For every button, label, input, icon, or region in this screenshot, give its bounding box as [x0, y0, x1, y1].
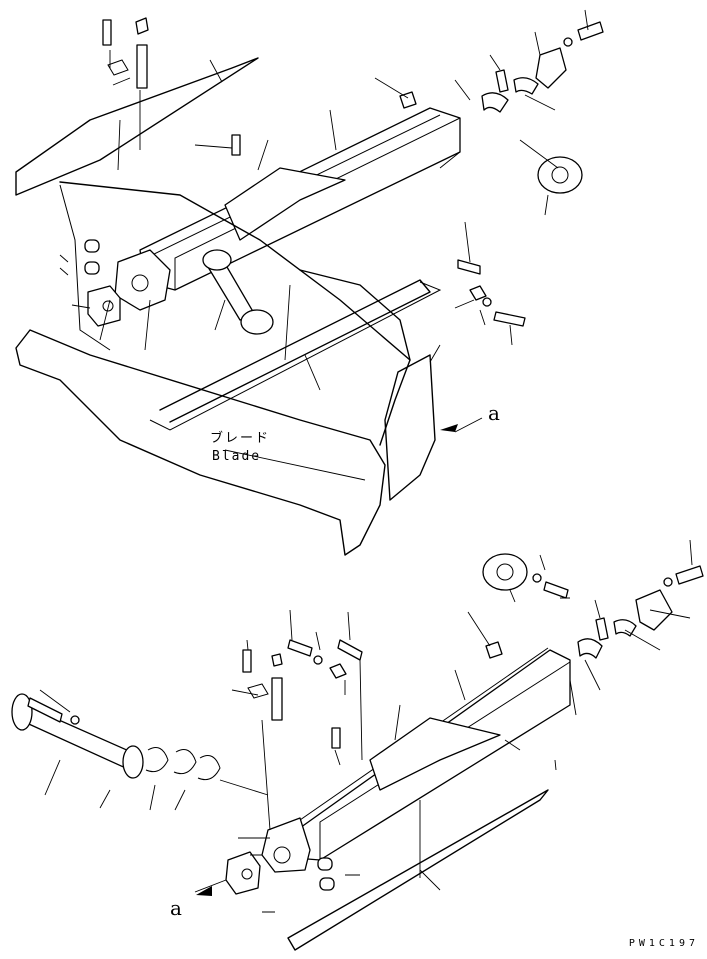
- upper-assembly: [15, 9, 604, 556]
- lower-clip: [595, 617, 609, 641]
- upper-bolt-tr: [577, 21, 604, 41]
- lower-pivot-block: [261, 817, 311, 873]
- upper-pin: [136, 44, 148, 89]
- lower-bolt-tr: [675, 565, 704, 585]
- lower-trunnion-flange: [11, 693, 33, 731]
- lower-leaders: [39, 539, 693, 913]
- lower-washer-tr: [663, 577, 673, 587]
- upper-end-pin: [457, 259, 481, 275]
- lower-block-hole: [241, 868, 253, 880]
- lower-bushing-2: [319, 877, 335, 891]
- lower-pin: [271, 677, 283, 721]
- upper-bolt: [102, 19, 112, 46]
- lower-bolt-left: [27, 697, 63, 723]
- lower-assembly: [11, 539, 704, 951]
- upper-bolt-r: [493, 311, 526, 327]
- upper-trunnion-flange: [240, 309, 274, 335]
- upper-frame-rod: [59, 181, 411, 361]
- view-marker-bottom: a: [170, 896, 182, 920]
- lower-trunnion-hub: [122, 745, 144, 779]
- upper-half-ring-2: [513, 77, 539, 95]
- lower-split-ring-2: [173, 749, 197, 775]
- upper-lock-plate: [469, 285, 487, 301]
- upper-nut: [135, 17, 149, 35]
- lower-pivot-hole: [273, 846, 291, 864]
- view-marker-top: a: [488, 401, 500, 425]
- blade-left-edge: [59, 184, 111, 351]
- upper-washer-r: [482, 297, 492, 307]
- view-arrow-bottom: [196, 886, 212, 896]
- lower-bolt: [242, 649, 252, 673]
- upper-trunnion-head: [202, 249, 232, 271]
- upper-leaders: [59, 9, 589, 481]
- lower-bolt-r: [543, 581, 569, 599]
- upper-block: [87, 285, 121, 327]
- lower-ground-strip: [287, 789, 549, 951]
- lower-bearing-flange: [482, 553, 528, 591]
- upper-frame-brace: [224, 167, 346, 241]
- upper-block-hole: [102, 300, 114, 312]
- upper-pivot-hole: [131, 274, 149, 292]
- lower-washer-r: [532, 573, 542, 583]
- lower-bushing-1: [317, 857, 333, 871]
- upper-cap-block: [535, 47, 567, 89]
- blade-label-jp: ブレード: [210, 431, 271, 446]
- lower-pin-2: [337, 639, 363, 661]
- drawing-number: PW1C197: [628, 938, 699, 949]
- lower-bearing-bore: [496, 563, 514, 581]
- upper-grease-fitting: [231, 134, 241, 156]
- upper-bushing-2: [84, 261, 100, 275]
- upper-bearing-bore: [551, 166, 569, 184]
- blade-label-en: Blade: [212, 449, 262, 464]
- upper-half-ring-1: [481, 92, 509, 113]
- blade-outline: [15, 329, 386, 556]
- lower-frame-brace: [369, 717, 501, 791]
- lower-block: [225, 851, 261, 895]
- blade-curve: [299, 269, 411, 446]
- blade-end-plate: [384, 354, 436, 501]
- lower-washer-2: [313, 655, 323, 665]
- blade-lower-edge: [149, 281, 442, 431]
- upper-bushing-1: [84, 239, 100, 253]
- lower-split-ring-3: [197, 755, 221, 781]
- upper-clip: [495, 69, 509, 93]
- upper-washer-tr: [563, 37, 573, 47]
- blade-ground-strip: [159, 279, 431, 423]
- lower-half-ring-1: [577, 638, 603, 659]
- lower-bolt-2: [287, 639, 313, 657]
- lower-plate: [247, 683, 269, 699]
- upper-plate: [107, 59, 129, 76]
- lower-nut: [271, 653, 283, 667]
- lower-clip-plate: [329, 663, 347, 679]
- upper-bearing-flange: [537, 156, 583, 194]
- lower-half-ring-2: [613, 619, 637, 637]
- upper-ground-plane: [15, 57, 259, 196]
- lower-split-ring-1: [145, 747, 169, 773]
- lower-square-nut: [485, 641, 503, 659]
- lower-cap-block: [635, 589, 673, 631]
- lower-grease-fitting: [331, 727, 341, 749]
- lower-washer-left: [70, 715, 80, 725]
- view-arrow-top: [440, 424, 458, 432]
- lower-trunnion-shaft: [19, 704, 139, 771]
